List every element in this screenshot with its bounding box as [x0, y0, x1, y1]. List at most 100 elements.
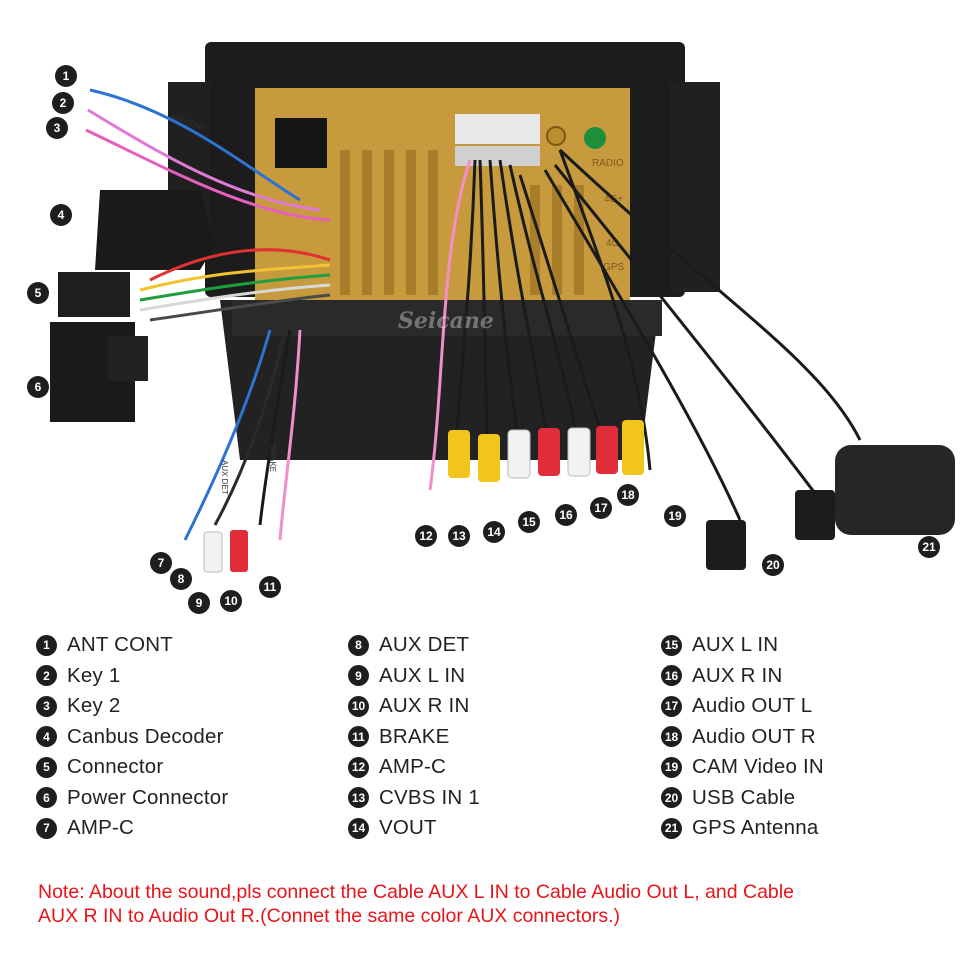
legend-column-3: 15 AUX L IN 16 AUX R IN 17 Audio OUT L 18 Au… [661, 630, 824, 844]
callout-20: 20 [762, 554, 784, 576]
radio-port-label: RADIO [592, 158, 624, 169]
callout-19: 19 [664, 505, 686, 527]
legend-number-badge: 16 [661, 665, 682, 687]
callout-11: 11 [259, 576, 281, 598]
legend-number-badge: 5 [36, 756, 57, 778]
callout-7: 7 [150, 552, 172, 574]
legend-label: ANT CONT [67, 633, 174, 657]
harness-connector [58, 272, 130, 317]
note-line-2: AUX R IN to Audio Out R.(Connet the same… [38, 905, 621, 927]
legend-label: VOUT [379, 816, 437, 840]
head-unit-wiring-illustration: RADIO 4G+ 4G GPS [50, 42, 955, 573]
legend-number-badge: 14 [348, 817, 369, 839]
legend-number-badge: 2 [36, 665, 57, 687]
legend-label: Audio OUT R [692, 724, 816, 748]
legend-item: 15 AUX L IN [661, 630, 824, 661]
legend-number-badge: 7 [36, 817, 57, 839]
legend-label: CAM Video IN [692, 755, 824, 779]
legend-label: BRAKE [379, 724, 450, 748]
callout-6: 6 [27, 376, 49, 398]
legend-number-badge: 18 [661, 726, 682, 748]
callout-10: 10 [220, 590, 242, 612]
4g-port-label: 4G [606, 238, 620, 249]
legend-item: 12 AMP-C [348, 752, 480, 783]
legend-item: 5 Connector [36, 752, 228, 783]
legend-label: USB Cable [692, 785, 796, 809]
legend-item: 10 AUX R IN [348, 691, 480, 722]
legend-item: 1 ANT CONT [36, 630, 228, 661]
legend-label: AMP-C [379, 755, 447, 779]
legend-number-badge: 15 [661, 634, 682, 656]
legend-number-badge: 11 [348, 726, 369, 748]
legend-label: Connector [67, 755, 164, 779]
aux-det-tag: AUX DET [220, 460, 229, 495]
legend-label: Canbus Decoder [67, 724, 224, 748]
gps-port-label: GPS [603, 262, 624, 273]
legend-item: 7 AMP-C [36, 813, 228, 844]
callout-18: 18 [617, 484, 639, 506]
legend-item: 9 AUX L IN [348, 661, 480, 692]
rear-panel: RADIO 4G+ 4G GPS [255, 88, 630, 300]
legend-item: 18 Audio OUT R [661, 722, 824, 753]
legend-number-badge: 13 [348, 787, 369, 809]
callout-14: 14 [483, 521, 505, 543]
legend-number-badge: 3 [36, 695, 57, 717]
legend-label: AUX L IN [692, 633, 779, 657]
callout-2: 2 [52, 92, 74, 114]
legend-label: AUX DET [379, 633, 470, 657]
usb-cables [706, 490, 835, 570]
brake-tag: BRAKE [268, 445, 277, 472]
legend-number-badge: 17 [661, 695, 682, 717]
legend-item: 19 CAM Video IN [661, 752, 824, 783]
callout-12: 12 [415, 525, 437, 547]
callout-15: 15 [518, 511, 540, 533]
legend-label: AUX L IN [379, 663, 466, 687]
legend-number-badge: 1 [36, 634, 57, 656]
callout-1: 1 [55, 65, 77, 87]
callout-16: 16 [555, 504, 577, 526]
legend-item: 16 AUX R IN [661, 661, 824, 692]
legend-label: AMP-C [67, 816, 135, 840]
power-connector [50, 322, 148, 422]
callout-9: 9 [188, 592, 210, 614]
legend-number-badge: 21 [661, 817, 682, 839]
legend-label: Audio OUT L [692, 694, 813, 718]
legend-label: Power Connector [67, 785, 229, 809]
legend-item: 14 VOUT [348, 813, 480, 844]
legend-item: 6 Power Connector [36, 783, 228, 814]
legend-label: AUX R IN [692, 663, 783, 687]
legend-item: 17 Audio OUT L [661, 691, 824, 722]
brand-watermark: Seicane [398, 308, 494, 334]
legend-label: Key 2 [67, 694, 121, 718]
callout-3: 3 [46, 117, 68, 139]
callout-8: 8 [170, 568, 192, 590]
legend-item: 13 CVBS IN 1 [348, 783, 480, 814]
legend-number-badge: 10 [348, 695, 369, 717]
legend-item: 11 BRAKE [348, 722, 480, 753]
legend-item: 21 GPS Antenna [661, 813, 824, 844]
legend-number-badge: 12 [348, 756, 369, 778]
note-line-1: Note: About the sound,pls connect the Ca… [38, 881, 794, 903]
callout-17: 17 [590, 497, 612, 519]
callout-5: 5 [27, 282, 49, 304]
sound-connection-note: Note: About the sound,pls connect the Ca… [38, 880, 938, 928]
rca-plugs [203, 420, 644, 573]
legend-label: AUX R IN [379, 694, 470, 718]
legend-number-badge: 9 [348, 665, 369, 687]
gps-antenna [835, 445, 955, 535]
legend-number-badge: 19 [661, 756, 682, 778]
legend-label: CVBS IN 1 [379, 785, 480, 809]
callout-21: 21 [918, 536, 940, 558]
legend-item: 3 Key 2 [36, 691, 228, 722]
canbus-decoder [95, 190, 215, 270]
legend-number-badge: 6 [36, 787, 57, 809]
callout-4: 4 [50, 204, 72, 226]
legend-label: GPS Antenna [692, 816, 819, 840]
